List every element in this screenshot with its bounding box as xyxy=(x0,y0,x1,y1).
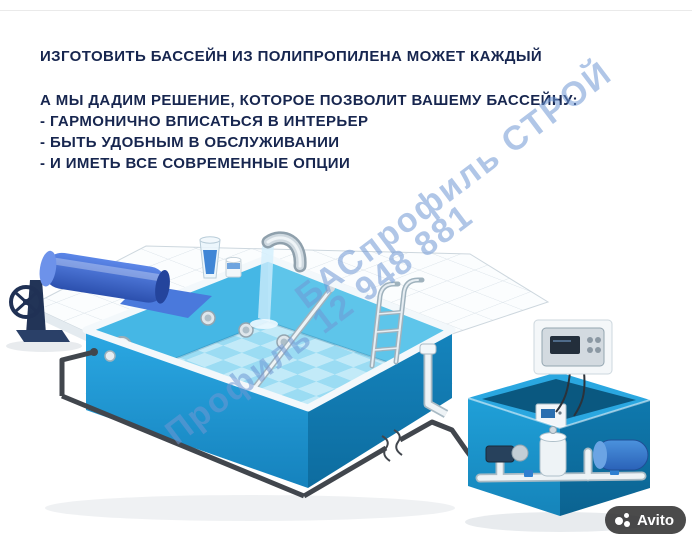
drink-glasses-icon xyxy=(199,236,242,279)
crank-wheel-icon xyxy=(9,285,43,319)
valve-icon xyxy=(524,470,533,477)
avito-logo-dots-icon xyxy=(615,512,631,528)
ground-shadows xyxy=(6,340,655,532)
avito-badge-label: Avito xyxy=(637,511,674,529)
headline-bullet-3: - И ИМЕТЬ ВСЕ СОВРЕМЕННЫЕ ОПЦИИ xyxy=(40,155,351,172)
return-pipe xyxy=(419,343,449,418)
pool-basin xyxy=(82,254,456,488)
panel-button xyxy=(587,337,593,343)
panel-button xyxy=(595,347,601,353)
control-panel xyxy=(533,319,613,375)
headline-bullet-2: - БЫТЬ УДОБНЫМ В ОБСЛУЖИВАНИИ xyxy=(40,134,340,151)
top-divider xyxy=(0,10,692,11)
equipment-pit xyxy=(467,319,651,516)
panel-button xyxy=(587,347,593,353)
cover-roller xyxy=(9,250,212,342)
headline-intro: А МЫ ДАДИМ РЕШЕНИЕ, КОТОРОЕ ПОЗВОЛИТ ВАШ… xyxy=(40,92,578,109)
headline-block: ИЗГОТОВИТЬ БАССЕЙН ИЗ ПОЛИПРОПИЛЕНА МОЖЕ… xyxy=(40,46,578,174)
waterfall-icon xyxy=(250,231,307,329)
pump-unit xyxy=(485,444,529,463)
headline-line1: ИЗГОТОВИТЬ БАССЕЙН ИЗ ПОЛИПРОПИЛЕНА МОЖЕ… xyxy=(40,48,543,65)
control-wires xyxy=(555,371,586,417)
pipe-break-icon xyxy=(381,435,391,462)
avito-badge: Avito xyxy=(605,506,686,534)
headline-bullet-1: - ГАРМОНИЧНО ВПИСАТЬСЯ В ИНТЕРЬЕР xyxy=(40,113,369,130)
panel-screen xyxy=(550,336,580,354)
panel-button xyxy=(595,337,601,343)
pipe-break-icon xyxy=(393,429,403,456)
filter-unit xyxy=(539,426,567,477)
pipework xyxy=(59,343,480,499)
pool-ladder xyxy=(369,277,425,369)
wall-fitting-icon xyxy=(104,350,116,362)
pressure-tank xyxy=(593,439,649,471)
